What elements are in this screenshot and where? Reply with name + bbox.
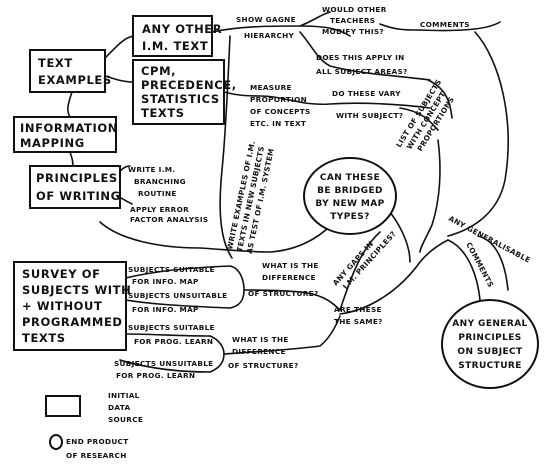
label-subj-unsuitable-prog: SUBJECTS UNSUITABLE FOR PROG. LEARN (114, 359, 213, 380)
are-same-line2: THE SAME? (334, 317, 383, 326)
label-apply-error: APPLY ERROR FACTOR ANALYSIS (130, 205, 208, 224)
sui-line2: FOR INFO. MAP (132, 305, 199, 314)
would-other-line3: MODIFY THIS? (322, 27, 384, 36)
general-line2: PRINCIPLES (458, 333, 521, 343)
would-other-line2: TEACHERS (330, 16, 375, 25)
measure-line3: OF CONCEPTS (250, 107, 311, 116)
measure-line2: PROPORTION (250, 95, 307, 104)
label-subj-suitable-prog: SUBJECTS SUITABLE FOR PROG. LEARN (128, 323, 215, 346)
ssi-line1: SUBJECTS SUITABLE (128, 265, 215, 274)
label-comments-right: COMMENTS (464, 241, 495, 289)
measure-line4: ETC. IN TEXT (250, 119, 306, 128)
survey-line5: TEXTS (22, 331, 66, 345)
ssp-line1: SUBJECTS SUITABLE (128, 323, 215, 332)
apply-error-line2: FACTOR ANALYSIS (130, 215, 208, 224)
label-subj-suitable-info: SUBJECTS SUITABLE FOR INFO. MAP (128, 265, 215, 286)
label-what-diff-1: WHAT IS THE DIFFERENCE OF STRUCTURE? (248, 261, 319, 298)
does-apply-line1: DOES THIS APPLY IN (316, 53, 405, 62)
label-comments-top: COMMENTS (420, 20, 470, 29)
principles-line1: PRINCIPLES (36, 171, 118, 185)
box-cpm-texts: CPM, PRECEDENCE, STATISTICS TEXTS (132, 59, 237, 125)
apply-error-line1: APPLY ERROR (130, 205, 189, 214)
box-any-other-im-text: ANY OTHER I.M. TEXT (132, 15, 222, 57)
survey-line4: PROGRAMMED (22, 315, 123, 329)
bridged-line1: CAN THESE (320, 173, 380, 183)
principles-line2: OF WRITING (36, 189, 121, 203)
legend-oval-line2: OF RESEARCH (66, 451, 127, 460)
cpm-line4: TEXTS (141, 106, 185, 120)
wd2-line1: WHAT IS THE (232, 335, 289, 344)
label-what-diff-2: WHAT IS THE DIFFERENCE OF STRUCTURE? (228, 335, 299, 370)
wd1-line3: OF STRUCTURE? (248, 289, 319, 298)
write-im-line3: ROUTINE (138, 189, 177, 198)
sui-line1: SUBJECTS UNSUITABLE (128, 291, 227, 300)
legend-oval-line1: END PRODUCT (66, 437, 128, 446)
box-principles-of-writing: PRINCIPLES OF WRITING (29, 165, 121, 209)
write-im-line2: BRANCHING (134, 177, 186, 186)
label-show-gagne: SHOW GAGNE HIERARCHY (236, 15, 296, 40)
general-line1: ANY GENERAL (452, 319, 527, 329)
text-examples-line2: EXAMPLES (38, 73, 112, 87)
general-line3: ON SUBJECT (457, 347, 523, 357)
general-line4: STRUCTURE (458, 361, 522, 371)
legend-box-swatch (45, 395, 81, 417)
cpm-line3: STATISTICS (141, 92, 220, 106)
wd1-line1: WHAT IS THE (262, 261, 319, 270)
label-measure: MEASURE PROPORTION OF CONCEPTS ETC. IN T… (250, 83, 311, 128)
label-does-apply: DOES THIS APPLY IN ALL SUBJECT AREAS? (316, 53, 408, 76)
legend-oval-swatch (49, 434, 63, 450)
bridged-line4: TYPES? (330, 212, 370, 222)
sup-line2: FOR PROG. LEARN (116, 371, 195, 380)
survey-line3: + WITHOUT (22, 299, 102, 313)
label-write-examples: WRITE EXAMPLES OF I.M. TEXTS IN NEW SUBJ… (225, 140, 276, 255)
bridged-line3: BY NEW MAP (315, 199, 384, 209)
any-other-line2: I.M. TEXT (142, 39, 208, 53)
cpm-line1: CPM, (141, 64, 176, 78)
vary-line1: DO THESE VARY (332, 89, 401, 98)
ssp-line2: FOR PROG. LEARN (134, 337, 213, 346)
label-do-these-vary: DO THESE VARY WITH SUBJECT? (332, 89, 403, 120)
label-would-other: WOULD OTHER TEACHERS MODIFY THIS? (322, 5, 387, 36)
label-any-generalisable: ANY GENERALISABLE (447, 214, 532, 265)
ssi-line2: FOR INFO. MAP (132, 277, 199, 286)
legend-box-line3: SOURCE (108, 415, 143, 424)
legend: INITIAL DATA SOURCE END PRODUCT OF RESEA… (45, 391, 143, 460)
bridged-line2: BE BRIDGED (317, 186, 383, 196)
box-text-examples: TEXT EXAMPLES (29, 49, 112, 93)
text-examples-line1: TEXT (38, 56, 73, 70)
would-other-line1: WOULD OTHER (322, 5, 387, 14)
connector-lines (67, 11, 509, 373)
wd1-line2: DIFFERENCE (262, 273, 316, 282)
info-mapping-line2: MAPPING (20, 136, 85, 150)
oval-any-general-principles: ANY GENERAL PRINCIPLES ON SUBJECT STRUCT… (441, 299, 539, 389)
cpm-line2: PRECEDENCE, (141, 78, 237, 92)
label-list-of-subjects: LIST OF SUBJECTS WITH CONCEPT PROPORTION… (394, 78, 456, 153)
wd2-line3: OF STRUCTURE? (228, 361, 299, 370)
any-other-line1: ANY OTHER (142, 22, 222, 36)
measure-line1: MEASURE (250, 83, 292, 92)
legend-box-line1: INITIAL (108, 391, 140, 400)
survey-line1: SURVEY OF (22, 267, 101, 281)
legend-box-line2: DATA (108, 403, 130, 412)
survey-line2: SUBJECTS WITH (22, 283, 131, 297)
sup-line1: SUBJECTS UNSUITABLE (114, 359, 213, 368)
does-apply-line2: ALL SUBJECT AREAS? (316, 67, 408, 76)
label-write-im: WRITE I.M. BRANCHING ROUTINE (128, 165, 186, 198)
label-subj-unsuitable-info: SUBJECTS UNSUITABLE FOR INFO. MAP (128, 291, 227, 314)
are-same-line1: ARE THESE (334, 305, 382, 314)
box-information-mapping: INFORMATION MAPPING (13, 116, 118, 153)
wd2-line2: DIFFERENCE (232, 347, 286, 356)
write-im-line1: WRITE I.M. (128, 165, 175, 174)
info-mapping-line1: INFORMATION (20, 121, 118, 135)
vary-line2: WITH SUBJECT? (336, 111, 403, 120)
oval-can-these-be-bridged: CAN THESE BE BRIDGED BY NEW MAP TYPES? (303, 157, 397, 235)
label-are-these-same: ARE THESE THE SAME? (334, 305, 383, 326)
box-survey-of-subjects: SURVEY OF SUBJECTS WITH + WITHOUT PROGRA… (13, 261, 131, 351)
show-gagne-line2: HIERARCHY (244, 31, 295, 40)
show-gagne-line1: SHOW GAGNE (236, 15, 296, 24)
